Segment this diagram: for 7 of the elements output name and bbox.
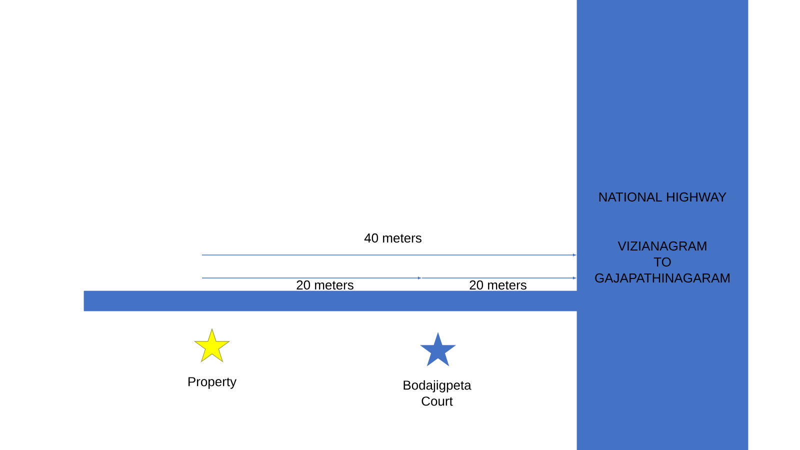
road-bar [84, 290, 578, 312]
route-text: VIZIANAGRAM TO GAJAPATHINAGARAM [595, 241, 730, 283]
road-name: NATIONAL HIGHWAY [599, 192, 726, 202]
place-label: Property [188, 377, 237, 389]
distance-label: 40 meters [364, 233, 422, 243]
place-label: Bodajigpeta Court [404, 380, 472, 406]
highway-band [576, 0, 748, 450]
